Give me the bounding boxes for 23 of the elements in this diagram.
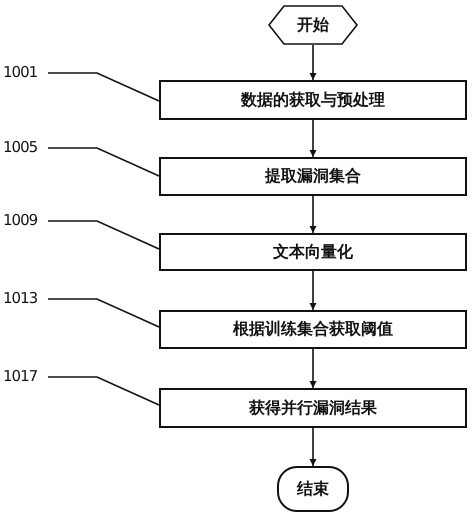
step-number: 1017 — [3, 366, 48, 386]
process-box: 文本向量化 — [159, 233, 467, 271]
step-number: 1005 — [3, 137, 48, 157]
end-terminal: 结束 — [277, 466, 349, 512]
arrow — [310, 428, 316, 466]
step-number: 1013 — [3, 288, 48, 308]
leader-line — [48, 376, 160, 406]
leader-line — [48, 220, 160, 250]
step-number: 1001 — [3, 62, 48, 82]
process-box: 数据的获取与预处理 — [159, 80, 467, 120]
arrow — [310, 271, 316, 310]
leader-line — [48, 298, 160, 328]
process-box: 根据训练集合获取阈值 — [159, 310, 467, 349]
process-box: 获得并行漏洞结果 — [159, 388, 467, 428]
leader-line — [48, 147, 160, 177]
leader-line — [48, 72, 160, 102]
arrow — [310, 196, 316, 233]
arrow — [310, 349, 316, 388]
start-terminal: 开始 — [268, 5, 358, 45]
process-box: 提取漏洞集合 — [159, 157, 467, 196]
arrow — [310, 45, 316, 80]
arrow — [310, 120, 316, 157]
step-number: 1009 — [3, 210, 48, 230]
